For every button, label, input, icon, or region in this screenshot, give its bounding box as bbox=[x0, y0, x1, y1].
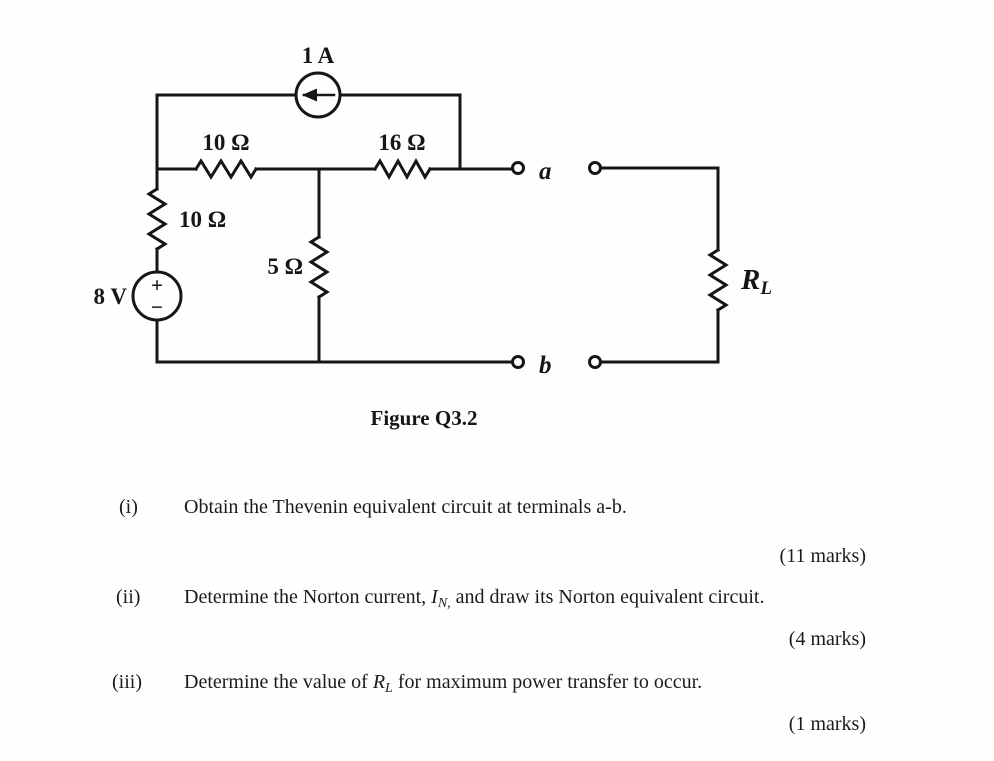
resistor-10ohm-left-label: 10 Ω bbox=[179, 207, 226, 232]
resistor-16ohm-label: 16 Ω bbox=[378, 130, 425, 155]
question-3-marks: (1 marks) bbox=[788, 713, 866, 735]
terminal-b-load-circle bbox=[588, 355, 602, 369]
question-3-symbol: R bbox=[372, 671, 386, 693]
voltage-minus-sign: − bbox=[151, 295, 163, 319]
circuit-figure: + − 1 A 10 Ω 16 Ω 10 Ω 5 Ω 8 V a b RL bbox=[94, 43, 772, 379]
terminal-a-circle bbox=[511, 161, 525, 175]
resistor-10ohm-left bbox=[146, 186, 168, 252]
question-2-text: Determine the Norton current, IN, and dr… bbox=[184, 586, 764, 612]
resistor-5ohm-label: 5 Ω bbox=[267, 254, 303, 279]
question-3-text-before: Determine the value of bbox=[184, 671, 373, 693]
resistor-10ohm-top bbox=[193, 158, 259, 180]
resistor-10ohm-top-label: 10 Ω bbox=[202, 130, 249, 155]
terminal-b-label: b bbox=[539, 352, 552, 379]
question-1-marks: (11 marks) bbox=[779, 545, 866, 567]
voltage-source-circle bbox=[131, 270, 183, 322]
wire-top-right-corner bbox=[337, 93, 462, 171]
load-label-subscript: L bbox=[759, 278, 772, 299]
terminal-b-circle bbox=[511, 355, 525, 369]
load-label: RL bbox=[740, 264, 772, 299]
question-1-number: (i) bbox=[119, 496, 138, 518]
voltage-plus-sign: + bbox=[151, 273, 163, 297]
resistor-5ohm bbox=[308, 234, 330, 300]
wire-load-bottom bbox=[599, 308, 720, 364]
question-2-symbol: I bbox=[431, 586, 438, 608]
question-2-number: (ii) bbox=[116, 586, 141, 608]
question-2-text-before: Determine the Norton current, bbox=[184, 586, 432, 608]
current-arrow-head bbox=[302, 88, 317, 102]
question-2-subscript: N, bbox=[437, 596, 451, 611]
wire-load-top bbox=[599, 166, 720, 252]
question-3-text-after: for maximum power transfer to occur. bbox=[392, 671, 703, 693]
resistor-16ohm bbox=[372, 157, 433, 181]
question-2-text-after: and draw its Norton equivalent circuit. bbox=[450, 586, 765, 608]
question-3-subscript: L bbox=[385, 681, 393, 696]
current-source-label: 1 A bbox=[302, 43, 335, 68]
question-1-text: Obtain the Thevenin equivalent circuit a… bbox=[184, 496, 627, 518]
question-2-marks: (4 marks) bbox=[788, 628, 866, 650]
resistor-load bbox=[707, 247, 729, 313]
question-3-text: Determine the value of RL for maximum po… bbox=[184, 671, 702, 697]
figure-caption: Figure Q3.2 bbox=[370, 406, 478, 430]
terminal-a-label: a bbox=[539, 158, 552, 185]
voltage-source-label: 8 V bbox=[94, 284, 128, 309]
terminal-a-load-circle bbox=[588, 161, 602, 175]
load-label-symbol: R bbox=[740, 264, 760, 296]
question-3-number: (iii) bbox=[112, 671, 142, 693]
